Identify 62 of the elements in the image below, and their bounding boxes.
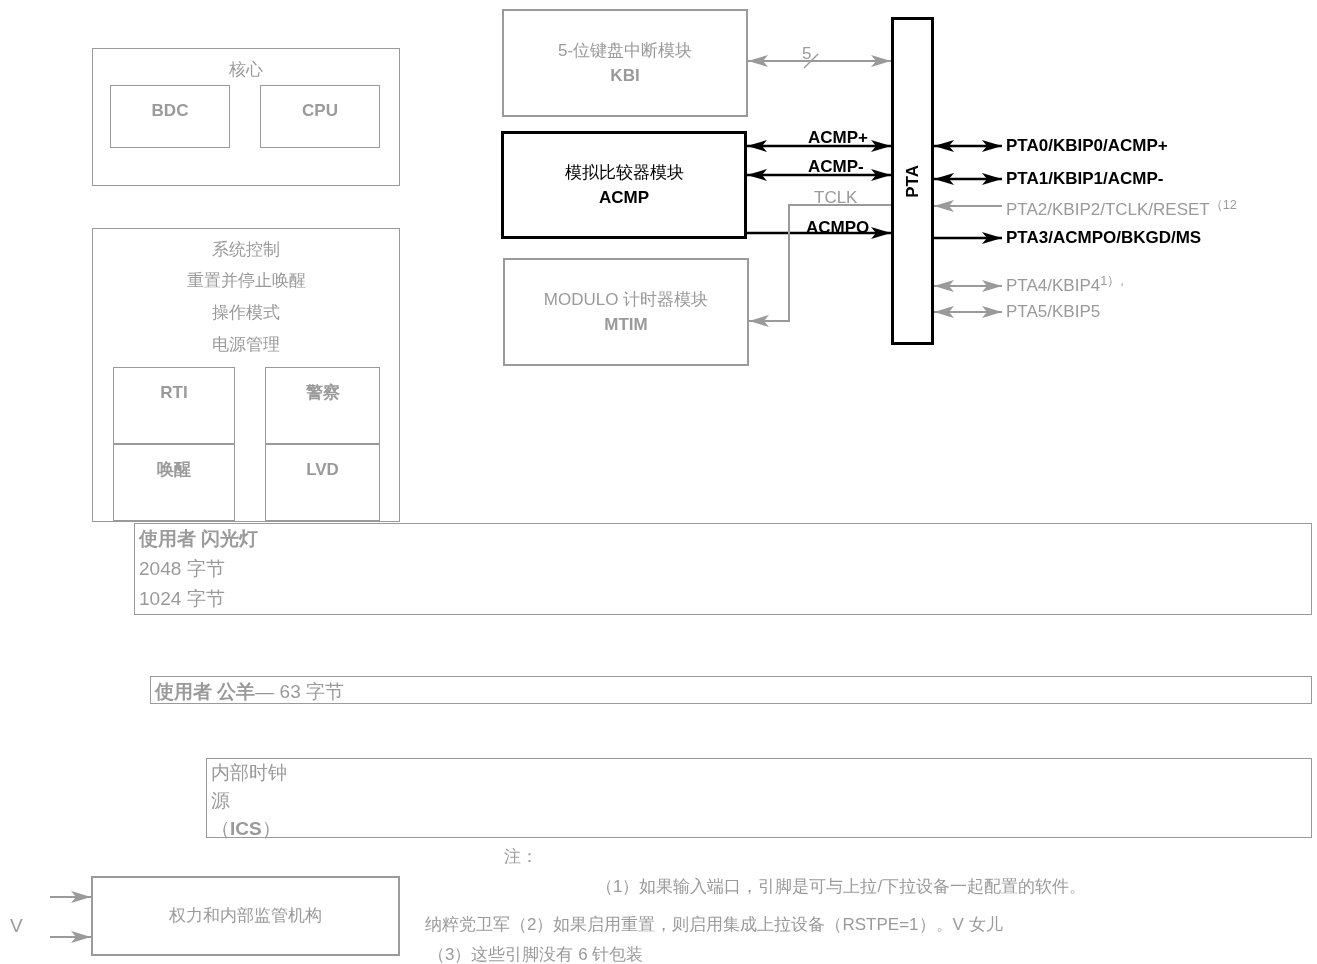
node-text: 使用者 闪光灯 bbox=[139, 527, 259, 551]
block-box bbox=[113, 444, 235, 521]
arrow bbox=[748, 204, 892, 327]
arrow bbox=[934, 232, 1002, 244]
voltage-label: V bbox=[10, 914, 23, 938]
block-box bbox=[265, 444, 380, 521]
node-text: 内部时钟源 bbox=[211, 761, 288, 813]
node-text: 电源管理 bbox=[212, 333, 280, 356]
node-text: 权力和内部监管机构 bbox=[169, 905, 322, 928]
node-text: 核心 bbox=[229, 59, 263, 81]
arrow bbox=[933, 306, 1003, 318]
edge-label: ACMP+ bbox=[807, 128, 869, 148]
node-text: 使用者 公羊— 63 字节 bbox=[155, 680, 344, 704]
module-box bbox=[501, 131, 747, 239]
arrow bbox=[49, 931, 92, 943]
node-text: 5-位键盘中断模块 bbox=[557, 39, 693, 62]
block-box bbox=[92, 48, 400, 186]
arrow bbox=[934, 173, 1002, 185]
block-box bbox=[260, 85, 380, 148]
node-text: ACMP bbox=[598, 187, 650, 209]
arrow bbox=[933, 280, 1003, 292]
node-text: PTA bbox=[901, 164, 923, 198]
arrow bbox=[49, 891, 92, 903]
module-box bbox=[91, 876, 400, 956]
block-box bbox=[113, 367, 235, 444]
node-text: 模拟比较器模块 bbox=[564, 161, 684, 184]
edge-label: 5 bbox=[801, 44, 813, 64]
module-box bbox=[503, 258, 749, 366]
node-text: CPU bbox=[302, 100, 338, 122]
edge-label: TCLK bbox=[813, 188, 859, 208]
arrow bbox=[934, 140, 1002, 152]
note-heading: 注： bbox=[504, 845, 538, 868]
arrow bbox=[747, 227, 891, 239]
note-text: （1）如果输入端口，引脚是可与上拉/下拉设备一起配置的软件。 bbox=[596, 876, 1087, 898]
node-text: MODULO 计时器模块 bbox=[543, 288, 709, 311]
node-text: 重置并停止唤醒 bbox=[186, 269, 306, 292]
node-text: 1024 字节 bbox=[139, 587, 225, 611]
arrow bbox=[933, 200, 1003, 212]
block-box bbox=[92, 228, 400, 522]
arrow bbox=[747, 55, 892, 67]
node-text: 2048 字节 bbox=[139, 557, 225, 581]
note-text: （3）这些引脚没有 6 针包装 bbox=[428, 944, 644, 964]
memory-band bbox=[134, 523, 1312, 615]
block-box bbox=[265, 367, 380, 444]
node-text: KBI bbox=[610, 65, 640, 87]
node-text: MTIM bbox=[604, 314, 648, 336]
memory-band bbox=[206, 758, 1312, 838]
node-text: 唤醒 bbox=[157, 459, 191, 481]
node-text: RTI bbox=[160, 382, 188, 404]
note-text: 纳粹党卫军（2）如果启用重置，则启用集成上拉设备（RSTPE=1）。V 女儿 bbox=[425, 914, 1003, 936]
block-box bbox=[110, 85, 230, 148]
node-text: 系统控制 bbox=[212, 239, 280, 261]
memory-band bbox=[150, 676, 1312, 704]
port-box bbox=[891, 17, 934, 345]
module-box bbox=[502, 9, 748, 117]
node-text: BDC bbox=[151, 100, 189, 122]
arrow bbox=[747, 169, 891, 181]
node-text: 操作模式 bbox=[212, 301, 280, 324]
node-text: LVD bbox=[306, 459, 339, 481]
arrow bbox=[747, 140, 891, 152]
edge-label: ACMP- bbox=[807, 157, 865, 177]
node-text: 警察 bbox=[305, 382, 340, 404]
